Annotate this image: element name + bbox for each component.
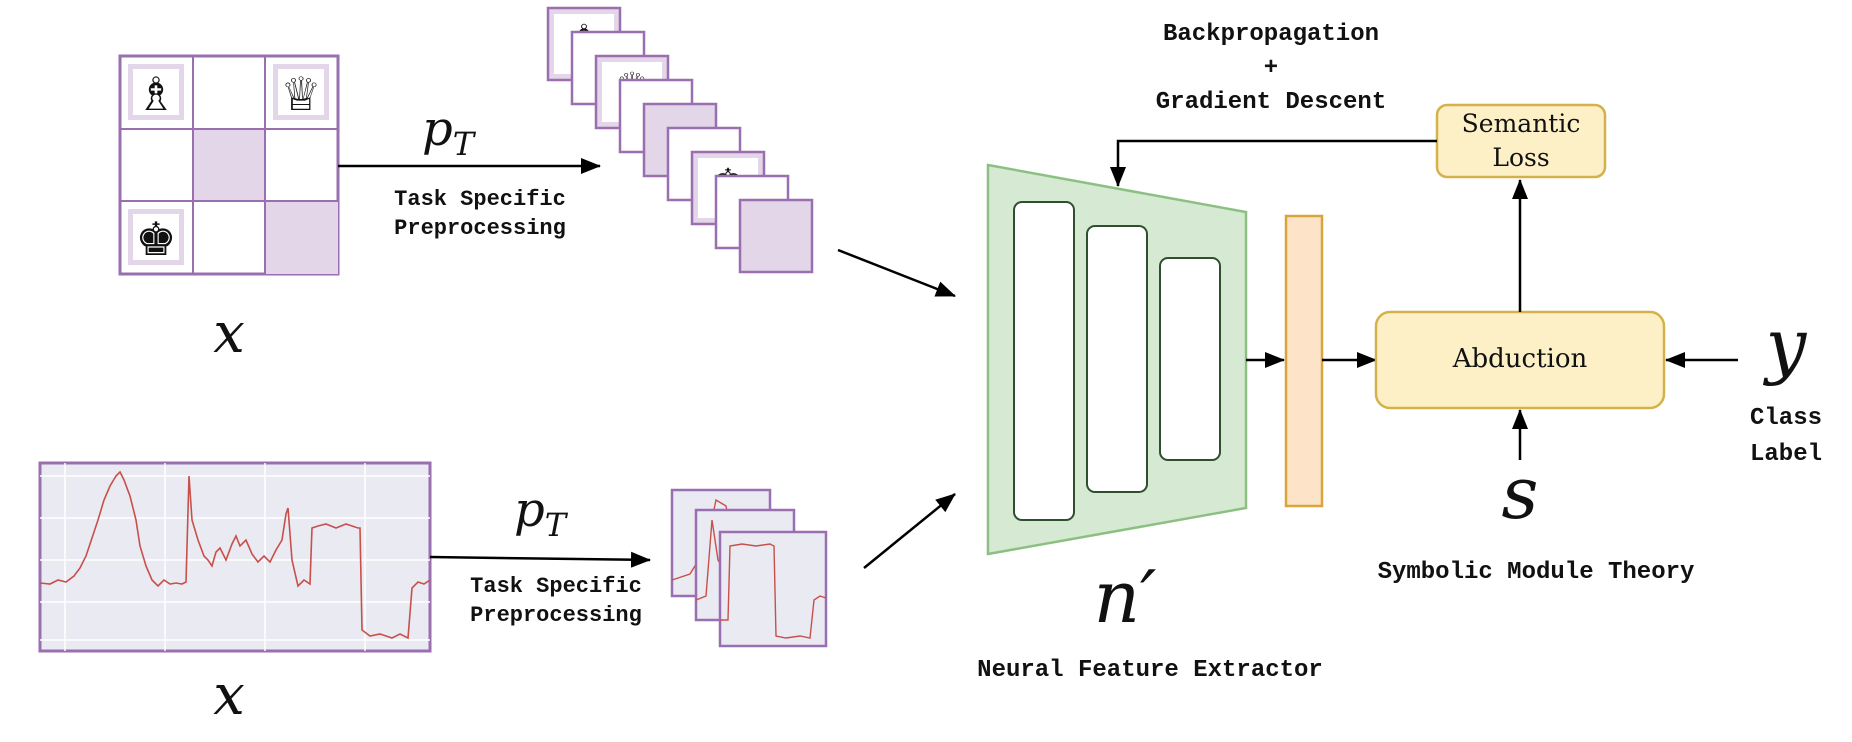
feature-vector [1284, 214, 1324, 508]
backprop-line3: Gradient Descent [1156, 89, 1386, 116]
chess-board: ♗ ♕ ♚ [118, 54, 340, 276]
timeseries-preprocess-label-line2: Preprocessing [470, 603, 642, 628]
chess-input-variable: x [213, 301, 245, 366]
class-label-symbol: y [1763, 303, 1808, 387]
chess-preprocess-label-line2: Preprocessing [394, 216, 566, 241]
timeseries-input-variable: x [213, 663, 245, 728]
timeseries-to-extractor-arrow [863, 493, 956, 569]
class-label-line1: Class [1750, 405, 1822, 432]
chess-to-extractor-arrow [837, 248, 956, 298]
theory-symbol: s [1502, 451, 1539, 535]
timeseries-transform-symbol: pT [514, 482, 569, 544]
timeseries-preprocess-label-line1: Task Specific [470, 574, 642, 599]
extractor-label: Neural Feature Extractor [977, 657, 1323, 684]
semantic-loss-line1: Semantic [1462, 109, 1581, 138]
chess-patch-stack: ♗ ♕ ♚ [546, 6, 814, 274]
bishop-icon: ♗ [135, 67, 176, 121]
backprop-line1: Backpropagation [1163, 21, 1379, 48]
queen-icon: ♕ [280, 67, 321, 121]
king-icon: ♚ [135, 212, 176, 266]
semantic-loss-line2: Loss [1492, 143, 1549, 172]
chess-preprocess-label-line1: Task Specific [394, 187, 566, 212]
timeseries-preprocess-arrow [429, 551, 651, 568]
backprop-line2: + [1264, 55, 1278, 82]
class-label-line2: Label [1750, 441, 1822, 468]
theory-label: Symbolic Module Theory [1378, 559, 1695, 586]
timeseries-line [39, 470, 431, 640]
timeseries-plot [38, 461, 432, 653]
extractor-symbol: n′ [1094, 555, 1157, 639]
timeseries-patch-stack [670, 488, 828, 648]
neural-feature-extractor [986, 163, 1248, 556]
backprop-arrow [1110, 139, 1437, 187]
abduction-label: Abduction [1452, 344, 1588, 374]
chess-transform-symbol: pT [422, 101, 477, 163]
